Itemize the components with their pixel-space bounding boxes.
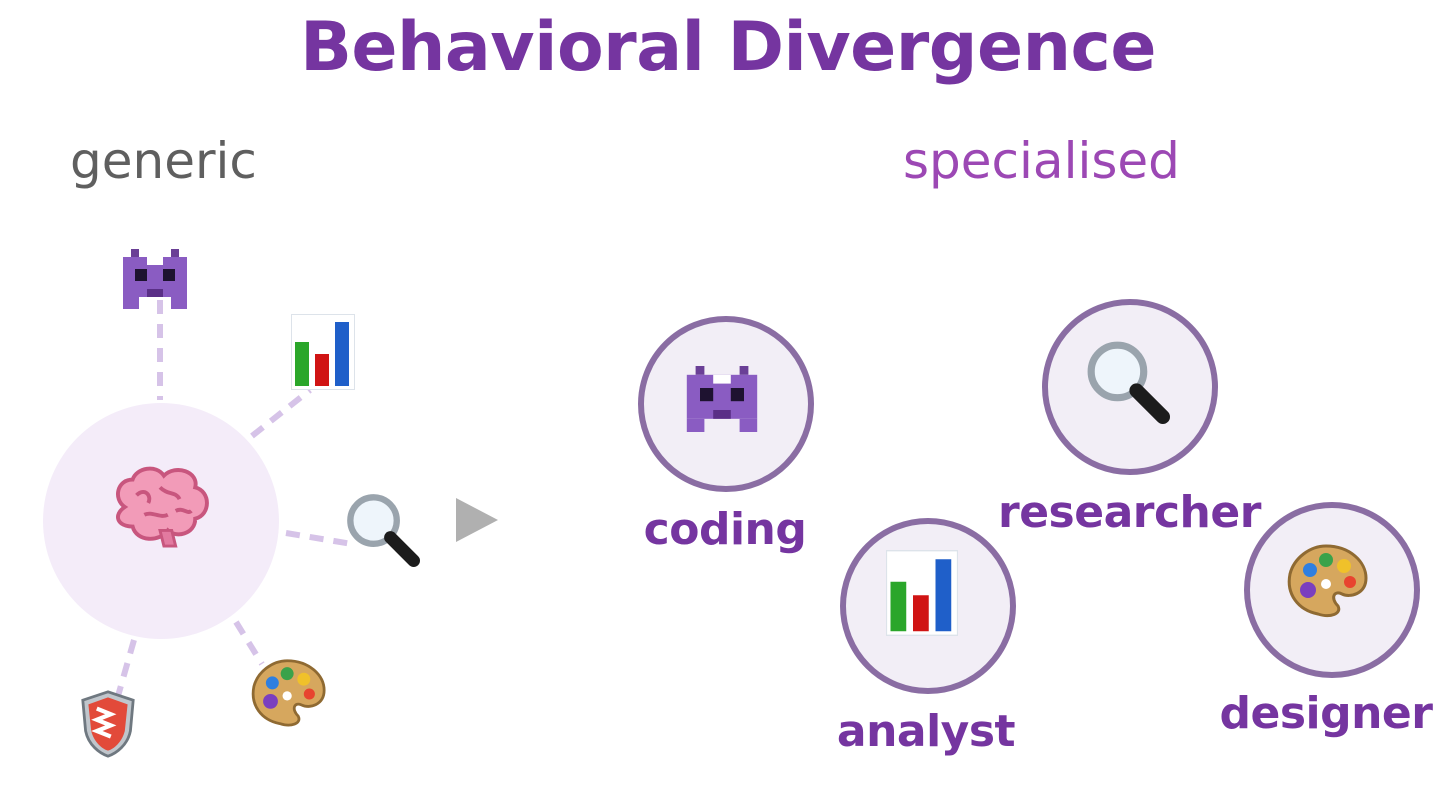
spoke-line-shield	[115, 639, 137, 697]
role-label-designer: designer	[1219, 688, 1433, 739]
magnifying-glass-icon	[1084, 338, 1170, 424]
spoke-line-palette	[233, 620, 265, 666]
role-label-analyst: analyst	[836, 706, 1016, 757]
generic-label: generic	[70, 132, 257, 190]
palette-icon	[1287, 544, 1368, 618]
role-label-researcher: researcher	[998, 487, 1261, 538]
alien-monster-icon	[686, 366, 758, 432]
role-label-coding: coding	[643, 504, 807, 555]
spoke-line-magnifier	[285, 530, 353, 547]
palette-icon	[251, 659, 326, 727]
bar-chart-icon	[291, 314, 355, 390]
specialised-label: specialised	[903, 132, 1180, 190]
magnifying-glass-icon	[344, 491, 420, 567]
role-circle-researcher	[1042, 299, 1218, 475]
alien-monster-icon	[123, 249, 187, 309]
brain-icon	[116, 466, 209, 549]
spoke-line-chart	[250, 387, 312, 439]
page-title: Behavioral Divergence	[300, 8, 1156, 87]
bar-chart-icon	[886, 550, 958, 636]
play-arrow-icon	[456, 498, 498, 542]
shield-icon	[80, 688, 136, 760]
